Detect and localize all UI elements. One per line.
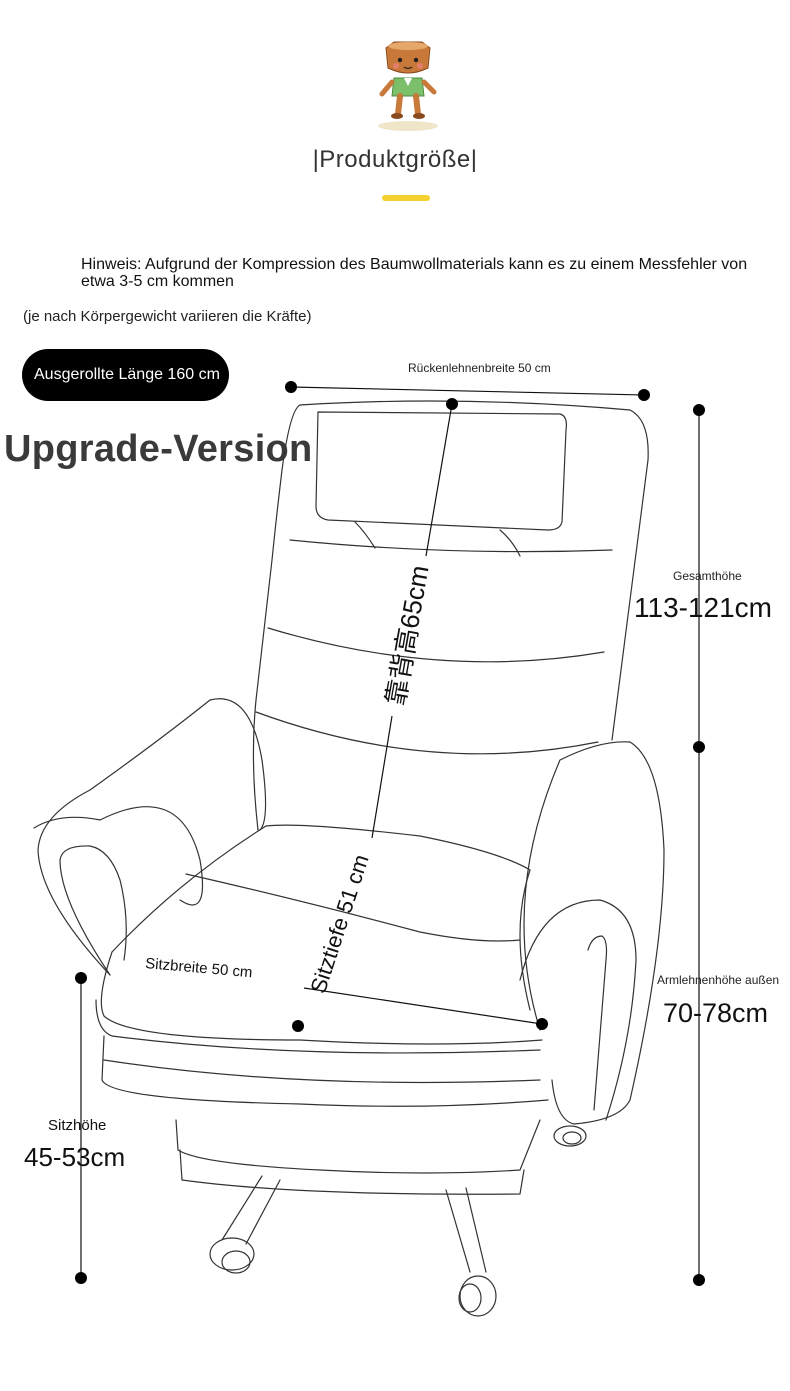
section-title: |Produktgröße| <box>312 146 478 173</box>
total-height-label: Gesamthöhe <box>673 569 742 583</box>
armrest-height-label: Armlehnenhöhe außen <box>657 973 780 987</box>
title-underline <box>382 195 430 201</box>
upgrade-version-label: Upgrade-Version <box>4 428 313 470</box>
seat-height-value: 45-53cm <box>24 1142 126 1172</box>
unrolled-length-badge: Ausgerollte Länge 160 cm <box>22 349 229 401</box>
weight-note: (je nach Körpergewicht variieren die Krä… <box>23 308 312 325</box>
total-height-value: 113-121cm <box>634 592 773 623</box>
measurement-notice: Hinweis: Aufgrund der Kompression des Ba… <box>81 256 748 290</box>
backrest-width-label: Rückenlehnenbreite 50 cm <box>408 361 551 375</box>
seat-height-label: Sitzhöhe <box>48 1117 107 1134</box>
armrest-height-value: 70-78cm <box>663 998 769 1028</box>
mascot-icon <box>378 41 438 131</box>
